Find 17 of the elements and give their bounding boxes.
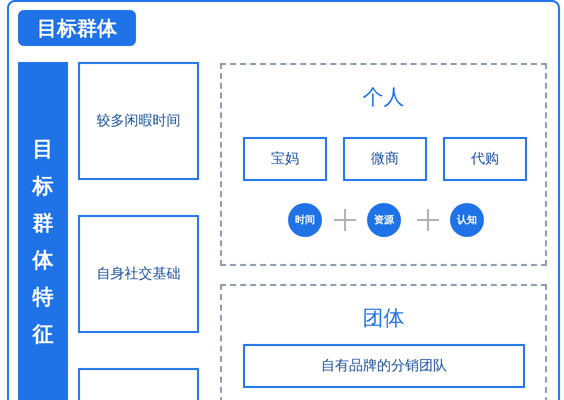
text-box: 自有品牌的分销团队 (243, 344, 525, 388)
text-box: 较多闲暇时间 (78, 62, 199, 180)
group-title: 团体 (362, 305, 406, 332)
circle-badge: 时间 (288, 203, 322, 237)
text-box: 自身社交基础 (78, 215, 199, 333)
circle-badge: 资源 (367, 203, 401, 237)
vertical-heading: 目标群体特征 (32, 136, 54, 348)
text-box: 宝妈 (243, 137, 327, 181)
dashed-group (220, 284, 547, 400)
group-title: 个人 (362, 84, 406, 111)
text-box: 微商 (343, 137, 427, 181)
title-tab: 目标群体 (18, 10, 136, 46)
side-banner (18, 62, 68, 400)
panel-frame (7, 0, 560, 400)
circle-badge: 认知 (450, 203, 484, 237)
dashed-group (220, 63, 547, 266)
text-box: 代购 (443, 137, 527, 181)
